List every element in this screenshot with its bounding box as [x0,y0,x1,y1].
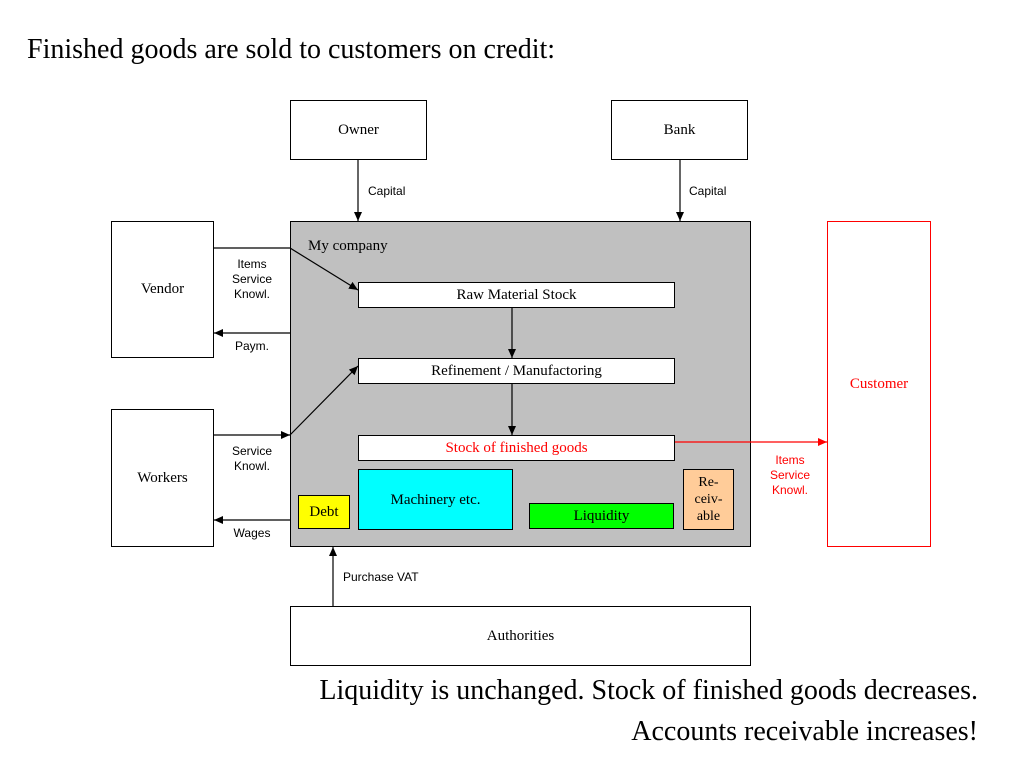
bank-box: Bank [611,100,748,160]
owner-box: Owner [290,100,427,160]
liquidity-box: Liquidity [529,503,674,529]
finished-goods-box: Stock of finished goods [358,435,675,461]
wages-label: Wages [233,526,271,540]
receivable-box: Re- ceiv- able [683,469,734,530]
footer-text: Liquidity is unchanged. Stock of finishe… [319,670,978,752]
raw-material-stock-box: Raw Material Stock [358,282,675,308]
customer-items-label: Items Service Knowl. [769,453,810,497]
workers-service-label: Service Knowl. [231,444,272,473]
vendor-items-arrow [214,247,359,291]
debt-box: Debt [298,495,350,529]
refinement-box: Refinement / Manufactoring [358,358,675,384]
machinery-box: Machinery etc. [358,469,513,530]
purchase-vat-label: Purchase VAT [343,570,419,584]
company-label: My company [308,238,388,254]
owner-capital-label: Capital [368,184,406,198]
workers-box: Workers [111,409,214,547]
authorities-box: Authorities [290,606,751,666]
vendor-payment-label: Paym. [234,339,269,353]
footer-line-2: Accounts receivable increases! [631,716,978,747]
slide-title: Finished goods are sold to customers on … [27,34,556,65]
footer-line-1: Liquidity is unchanged. Stock of finishe… [319,675,978,706]
customer-box: Customer [827,221,931,547]
bank-capital-label: Capital [689,184,727,198]
workers-to-refinement-arrow [289,365,359,436]
vendor-items-label: Items Service Knowl. [231,257,272,301]
vendor-box: Vendor [111,221,214,358]
